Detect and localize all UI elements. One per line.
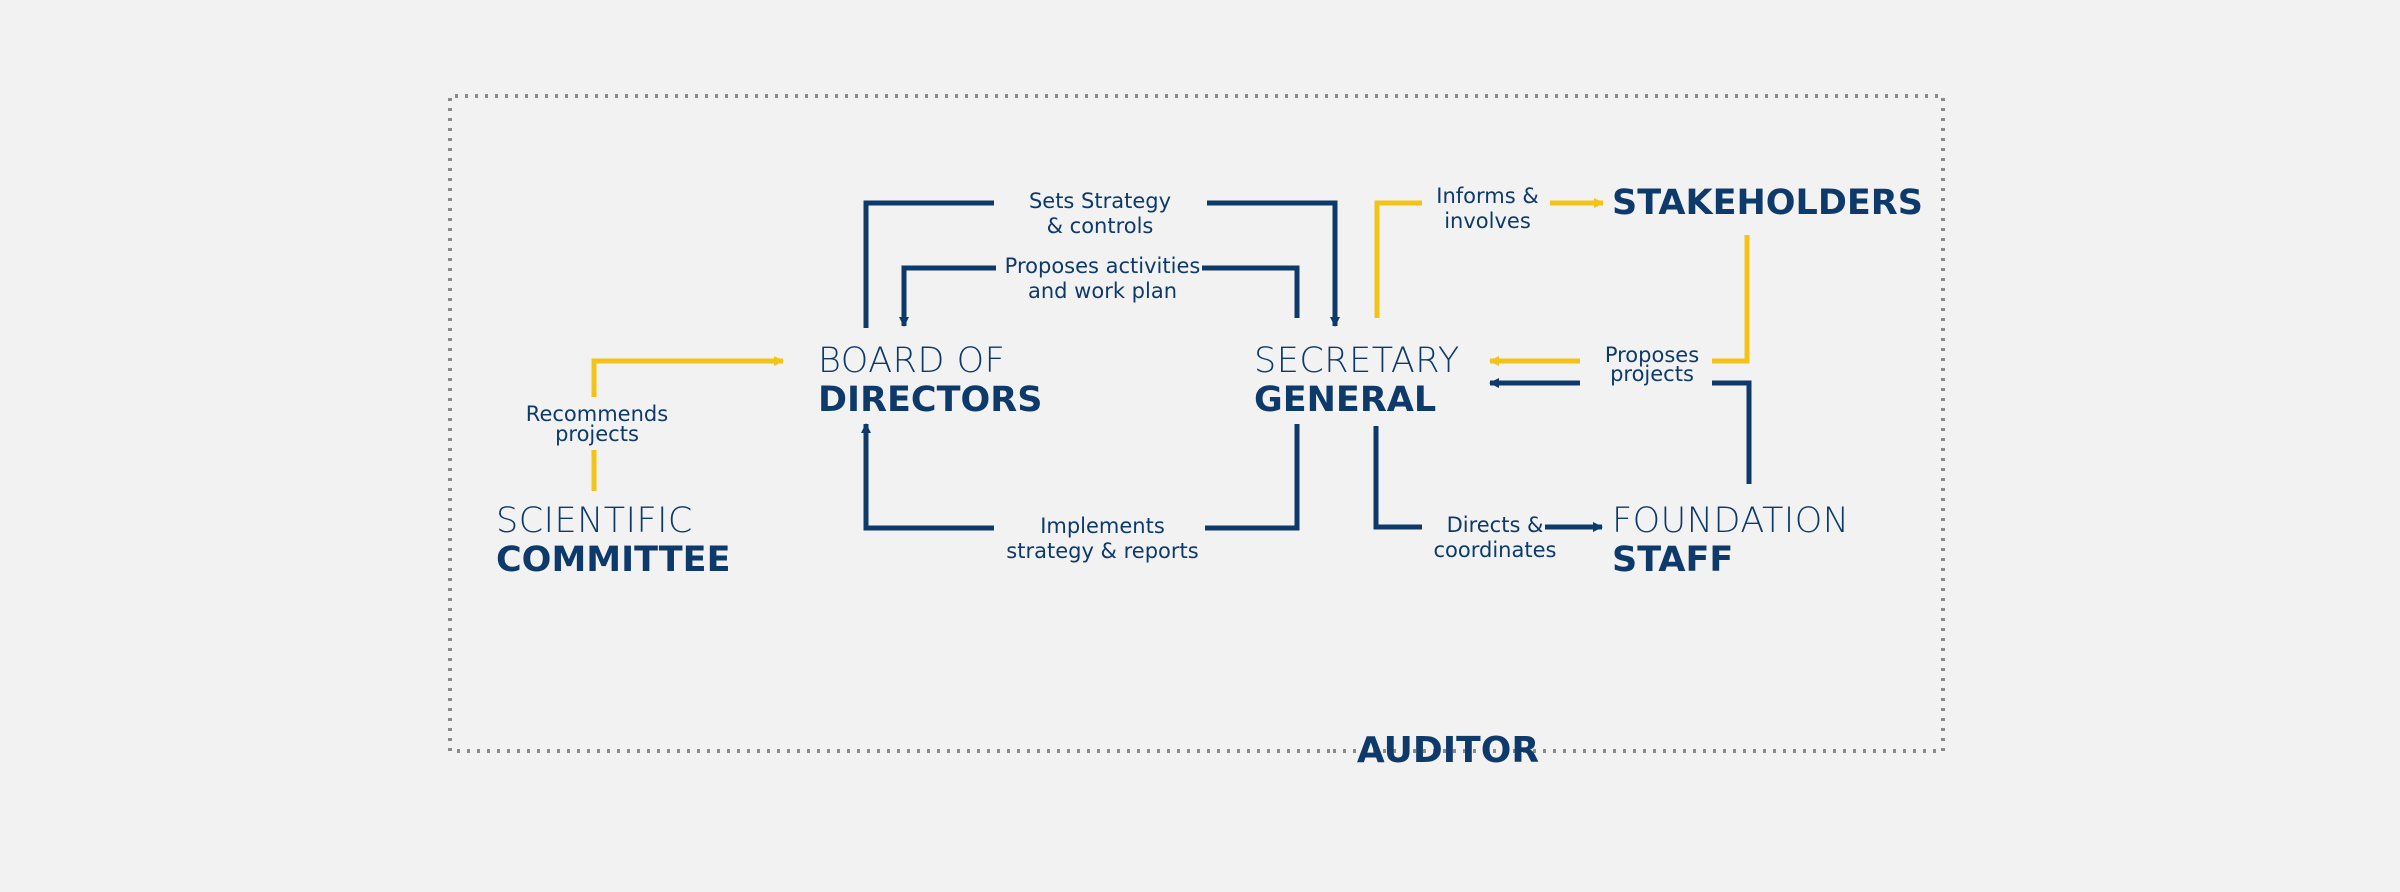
label-proposes-activities: Proposes activities and work plan [995, 254, 1210, 304]
edge-proposes-projects-yellow-top [1712, 235, 1750, 364]
label-proposes-activities-line2: and work plan [1027, 279, 1178, 303]
auditor-title: AUDITOR [1356, 730, 1540, 771]
label-implements-line2: strategy & reports [1006, 539, 1199, 563]
edge-directs-left [1373, 426, 1422, 530]
board-title-line2: DIRECTORS [818, 380, 1043, 420]
label-sets-strategy-line1: Sets Strategy [1028, 189, 1172, 213]
label-informs: Informs & involves [1420, 184, 1555, 234]
label-implements-line1: Implements [1040, 514, 1165, 538]
label-recommends: Recommends projects [507, 402, 687, 446]
foundation-title-line2: STAFF [1612, 540, 1734, 580]
edge-informs-left [1374, 200, 1422, 318]
label-sets-strategy-line2: & controls [1046, 214, 1154, 238]
edge-implements-left [861, 423, 994, 531]
label-sets-strategy: Sets Strategy & controls [1000, 189, 1200, 239]
edge-proposes-projects-navy-top [1712, 380, 1752, 484]
board-title-line1: BOARD OF [818, 341, 1006, 381]
edge-recommends-top [591, 356, 784, 397]
edge-proposes-activities-right [1202, 265, 1300, 318]
scientific-title-line2: COMMITTEE [496, 540, 731, 580]
label-directs-line1: Directs & [1446, 513, 1544, 537]
label-proposes-projects-line1: Proposes [1604, 343, 1700, 367]
secretary-title-line1: SECRETARY [1254, 341, 1460, 381]
label-proposes-projects: Proposes projects [1586, 343, 1718, 386]
label-informs-line1: Informs & [1436, 184, 1539, 208]
scientific-title-line1: SCIENTIFIC [496, 501, 693, 541]
node-board-of-directors: BOARD OF DIRECTORS [818, 344, 1042, 418]
edge-proposes-activities-left [899, 265, 996, 327]
edge-sets-strategy-left [863, 200, 994, 328]
stakeholders-title: STAKEHOLDERS [1612, 183, 1923, 223]
node-stakeholders: STAKEHOLDERS [1612, 186, 1923, 221]
auditor-frame [448, 94, 1945, 753]
label-implements: Implements strategy & reports [995, 514, 1210, 564]
label-recommends-line1: Recommends [525, 402, 669, 426]
secretary-title-line2: GENERAL [1254, 380, 1437, 420]
label-recommends-line2: projects [555, 422, 639, 446]
node-secretary-general: SECRETARY GENERAL [1254, 344, 1460, 418]
label-proposes-activities-line1: Proposes activities [1004, 254, 1201, 278]
label-proposes-projects-line2: projects [1610, 362, 1694, 386]
edge-sets-strategy-right [1207, 200, 1340, 327]
label-directs-line2: coordinates [1433, 538, 1557, 562]
label-directs: Directs & coordinates [1420, 513, 1570, 563]
node-scientific-committee: SCIENTIFIC COMMITTEE [496, 504, 731, 578]
edge-implements-right [1205, 424, 1300, 531]
label-informs-line2: involves [1444, 209, 1531, 233]
node-auditor: AUDITOR [1343, 733, 1553, 769]
foundation-title-line1: FOUNDATION [1612, 501, 1850, 541]
node-foundation-staff: FOUNDATION STAFF [1612, 504, 1849, 578]
